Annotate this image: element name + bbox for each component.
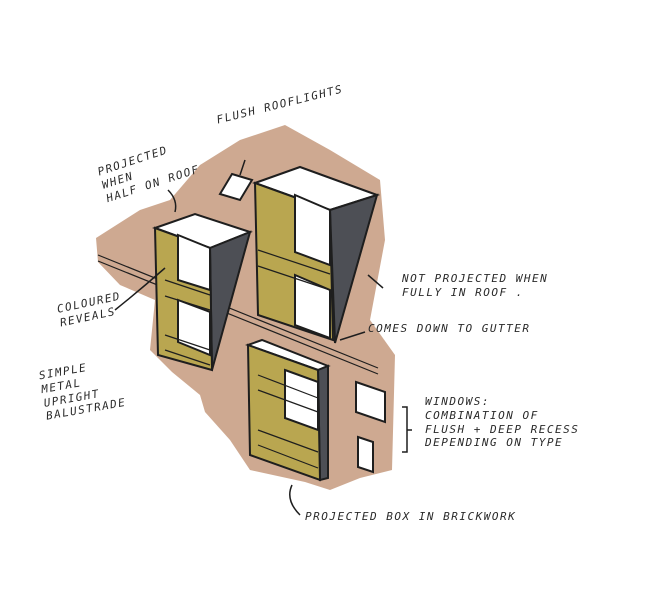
windows-bracket: [402, 406, 412, 453]
note-not-projected-fully-in-roof: Not projected when fully in roof .: [402, 272, 549, 299]
note-projected-box-brickwork: Projected box in brickwork: [305, 510, 517, 523]
windows: [355, 380, 386, 474]
projected-box: [245, 338, 331, 482]
arrows: [114, 159, 384, 516]
gutter-lines: [97, 254, 379, 375]
dormer-right: [252, 165, 381, 344]
flush-rooflight: [218, 172, 254, 202]
note-comes-down-to-gutter: Comes down to gutter: [368, 322, 531, 335]
dormer-left: [152, 212, 253, 372]
note-windows: Windows: combination of flush + deep rec…: [425, 395, 580, 450]
